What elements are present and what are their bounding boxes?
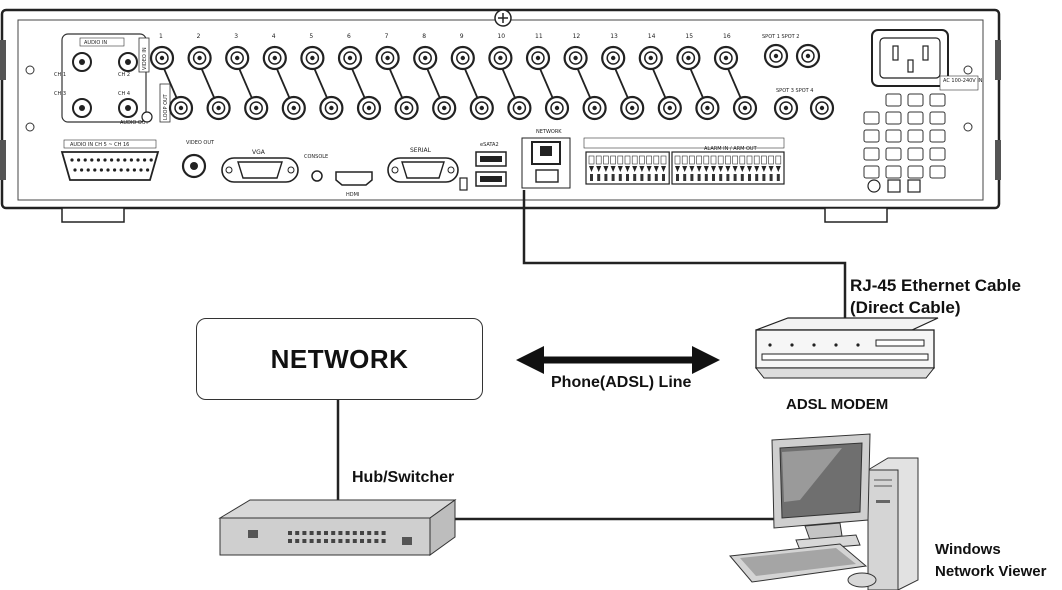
serial-label: SERIAL <box>410 147 432 154</box>
audio-out-label: AUDIO OUT <box>120 120 150 126</box>
cable-label-line2: (Direct Cable) <box>850 298 961 317</box>
ch3-label: CH 3 <box>54 91 66 97</box>
network-port-label: NETWORK <box>536 129 562 135</box>
adsl-modem <box>754 317 939 379</box>
audio-in-ch-label: AUDIO IN CH 5 ~ CH 16 <box>70 142 129 148</box>
channel-number: 7 <box>385 33 389 40</box>
channel-number: 12 <box>573 33 581 40</box>
alarm-label: ALARM IN / ARM OUT <box>704 146 758 152</box>
ch4-label: CH 4 <box>118 91 130 97</box>
computer <box>729 433 919 590</box>
channel-number: 3 <box>234 33 238 40</box>
hub-switcher <box>218 499 457 556</box>
channel-number: 8 <box>422 33 426 40</box>
audio-in-label: AUDIO IN <box>84 40 107 46</box>
channel-number: 16 <box>723 33 731 40</box>
db25-pins <box>70 158 153 172</box>
channel-number: 10 <box>497 33 505 40</box>
ch2-label: CH 2 <box>118 72 130 78</box>
loop-out-label: LOOP OUT <box>163 93 169 120</box>
network-box: NETWORK <box>196 318 483 400</box>
video-in-label: VIDEO IN <box>142 47 148 70</box>
spot-top-label: SPOT 1 SPOT 2 <box>762 34 800 40</box>
channel-number: 11 <box>535 33 543 40</box>
channel-number: 13 <box>610 33 618 40</box>
channel-number: 5 <box>309 33 313 40</box>
channel-number: 6 <box>347 33 351 40</box>
hub-label: Hub/Switcher <box>352 469 455 486</box>
viewer-label-line1: Windows <box>935 541 1001 558</box>
ac-label: AC 100-240V IN <box>943 78 983 84</box>
phone-line-label: Phone(ADSL) Line <box>551 374 692 391</box>
network-box-label: NETWORK <box>270 343 409 374</box>
spot-bottom-label: SPOT 3 SPOT 4 <box>776 88 814 94</box>
modem-label: ADSL MODEM <box>786 396 889 413</box>
cable-label-line1: RJ-45 Ethernet Cable <box>850 276 1021 295</box>
ethernet-cable-line <box>522 190 847 326</box>
hdmi-label: HDMI <box>346 192 359 198</box>
channel-number: 14 <box>648 33 656 40</box>
dvr-rear-panel: AUDIO IN CH 1 CH 2 CH 3 CH 4 AUDIO OUT V… <box>0 8 1001 223</box>
vga-label: VGA <box>252 149 266 156</box>
esata-label: eSATA2 <box>480 142 499 148</box>
channel-number: 2 <box>197 33 201 40</box>
console-label: CONSOLE <box>304 154 328 160</box>
channel-number: 15 <box>685 33 693 40</box>
terminal-blocks <box>583 137 785 185</box>
ch1-label: CH 1 <box>54 72 66 78</box>
channel-number: 4 <box>272 33 276 40</box>
channel-number: 1 <box>159 33 163 40</box>
vent-grid <box>863 93 946 193</box>
channel-number: 9 <box>460 33 464 40</box>
viewer-label-line2: Network Viewer <box>935 563 1047 580</box>
video-out-label: VIDEO OUT <box>186 140 215 146</box>
